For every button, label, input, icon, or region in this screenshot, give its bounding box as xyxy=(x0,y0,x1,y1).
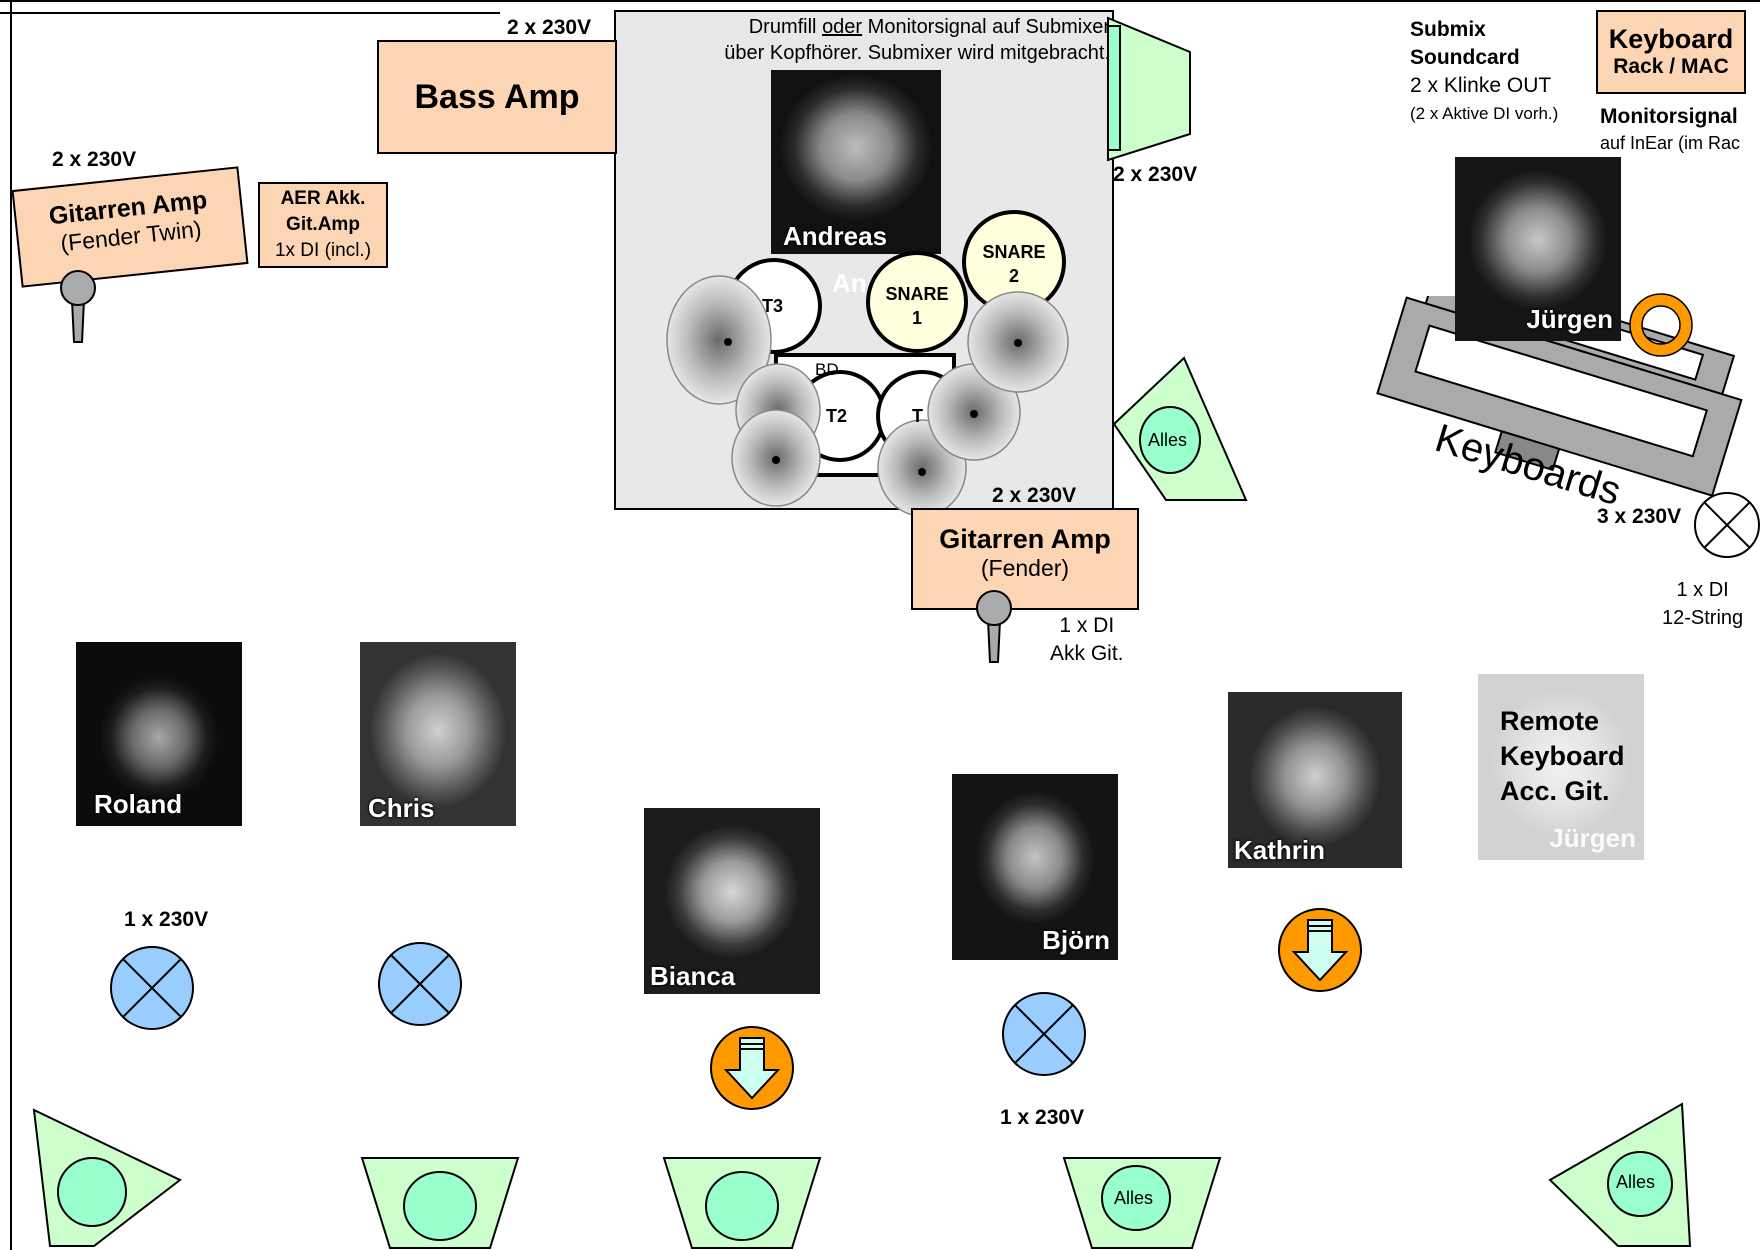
person-name-bjorn: Björn xyxy=(1042,925,1110,955)
power-bjorn: 1 x 230V xyxy=(1000,1106,1085,1129)
in-ear-icon-bianca xyxy=(710,1026,794,1110)
photo-kathrin: Kathrin xyxy=(1228,692,1402,868)
drum-riser-note: Drumfill oder Monitorsignal auf Submixer… xyxy=(724,16,1110,64)
person-name-bianca: Bianca xyxy=(650,961,736,991)
person-name-roland: Roland xyxy=(94,789,183,819)
aer-line3: 1x DI (incl.) xyxy=(274,240,372,261)
photo-bianca: Bianca xyxy=(644,808,820,994)
person-name-kathrin: Kathrin xyxy=(1234,835,1325,865)
monitor-wedge-center-alles xyxy=(1112,356,1248,501)
bass-amp-label: Bass Amp xyxy=(414,77,580,116)
guitar-amp-center: Gitarren Amp (Fender) xyxy=(911,508,1139,610)
label-t3: T3 xyxy=(762,296,784,316)
drum-kit xyxy=(666,210,1069,517)
frame-top-line xyxy=(0,0,1760,2)
power-guitar-left: 2 x 230V xyxy=(52,148,137,171)
power-drum-bottom: 2 x 230V xyxy=(992,484,1077,507)
keyboard-rack-line2: Rack / MAC xyxy=(1613,55,1729,78)
photo-remote-jurgen: Remote Keyboard Acc. Git. Jürgen xyxy=(1478,674,1644,860)
keyboard-rack-line1: Keyboard xyxy=(1608,24,1734,54)
monitor-wedge-bianca xyxy=(662,1157,822,1249)
aer-line1: AER Akk. xyxy=(280,188,366,209)
di-akk: 1 x DI Akk Git. xyxy=(1050,614,1124,665)
power-bass: 2 x 230V xyxy=(507,16,592,39)
person-name-jurgen: Jürgen xyxy=(1526,304,1613,334)
photo-andreas: Andreas xyxy=(771,70,941,254)
power-outlet-icon-bjorn xyxy=(1002,992,1086,1076)
guitar-amp-left: Gitarren Amp (Fender Twin) xyxy=(11,166,249,288)
in-ear-ring-icon xyxy=(1629,293,1693,357)
power-outlet-icon-roland xyxy=(110,946,194,1030)
power-outlet-icon-chris xyxy=(378,942,462,1026)
ghost-name-an: An xyxy=(832,268,867,298)
frame-title-underline xyxy=(0,12,500,14)
monitor-wedge-right-alles xyxy=(1548,1102,1692,1247)
monitor-wedge-chris xyxy=(360,1157,520,1249)
microphone-icon-center xyxy=(976,590,1012,663)
monitor-inear-info: Monitorsignal auf InEar (im Rac xyxy=(1600,105,1741,153)
keyboard-rack: Keyboard Rack / MAC xyxy=(1596,10,1746,94)
monitor-wedge-roland xyxy=(32,1108,182,1247)
frame-left-line xyxy=(10,0,12,1250)
power-keyboards: 3 x 230V xyxy=(1597,505,1682,528)
submix-info: Submix Soundcard 2 x Klinke OUT (2 x Akt… xyxy=(1410,18,1559,123)
snare-1 xyxy=(866,251,968,353)
label-snare-1: SNARE 1 xyxy=(885,284,949,328)
label-snare-2: SNARE 2 xyxy=(982,242,1046,286)
drumfill-monitor xyxy=(1107,16,1191,162)
label-t2: T2 xyxy=(826,406,848,426)
guitar-amp-center-title: Gitarren Amp xyxy=(939,524,1111,554)
bass-amp: Bass Amp xyxy=(377,40,617,154)
monitor-center-alles-label: Alles xyxy=(1148,430,1188,450)
aer-line2: Git.Amp xyxy=(286,214,360,235)
power-roland: 1 x 230V xyxy=(124,908,209,931)
photo-roland: Roland xyxy=(76,642,242,826)
photo-bjorn: Björn xyxy=(952,774,1118,960)
person-name-remote-jurgen: Jürgen xyxy=(1549,823,1636,853)
microphone-icon-left xyxy=(60,270,96,343)
in-ear-icon-kathrin xyxy=(1278,908,1362,992)
person-name-chris: Chris xyxy=(368,793,435,823)
monitor-bjorn-alles-label: Alles xyxy=(1114,1188,1154,1208)
person-name-andreas: Andreas xyxy=(783,221,888,251)
di-12string: 1 x DI 12-String xyxy=(1662,579,1744,629)
monitor-wedge-bjorn-alles xyxy=(1062,1157,1222,1249)
label-t1: T xyxy=(912,406,923,426)
guitar-amp-center-sub: (Fender) xyxy=(980,555,1070,581)
power-outlet-icon-keyboards xyxy=(1694,492,1760,558)
remote-label: Remote Keyboard Acc. Git. xyxy=(1500,706,1625,806)
cymbal-left xyxy=(666,275,772,405)
power-drum-right: 2 x 230V xyxy=(1113,163,1198,186)
photo-jurgen: Jürgen xyxy=(1455,157,1621,341)
aer-amp: AER Akk. Git.Amp 1x DI (incl.) xyxy=(258,182,388,268)
monitor-right-alles-label: Alles xyxy=(1616,1172,1656,1192)
photo-chris: Chris xyxy=(360,642,516,826)
label-bd: BD xyxy=(815,360,839,379)
